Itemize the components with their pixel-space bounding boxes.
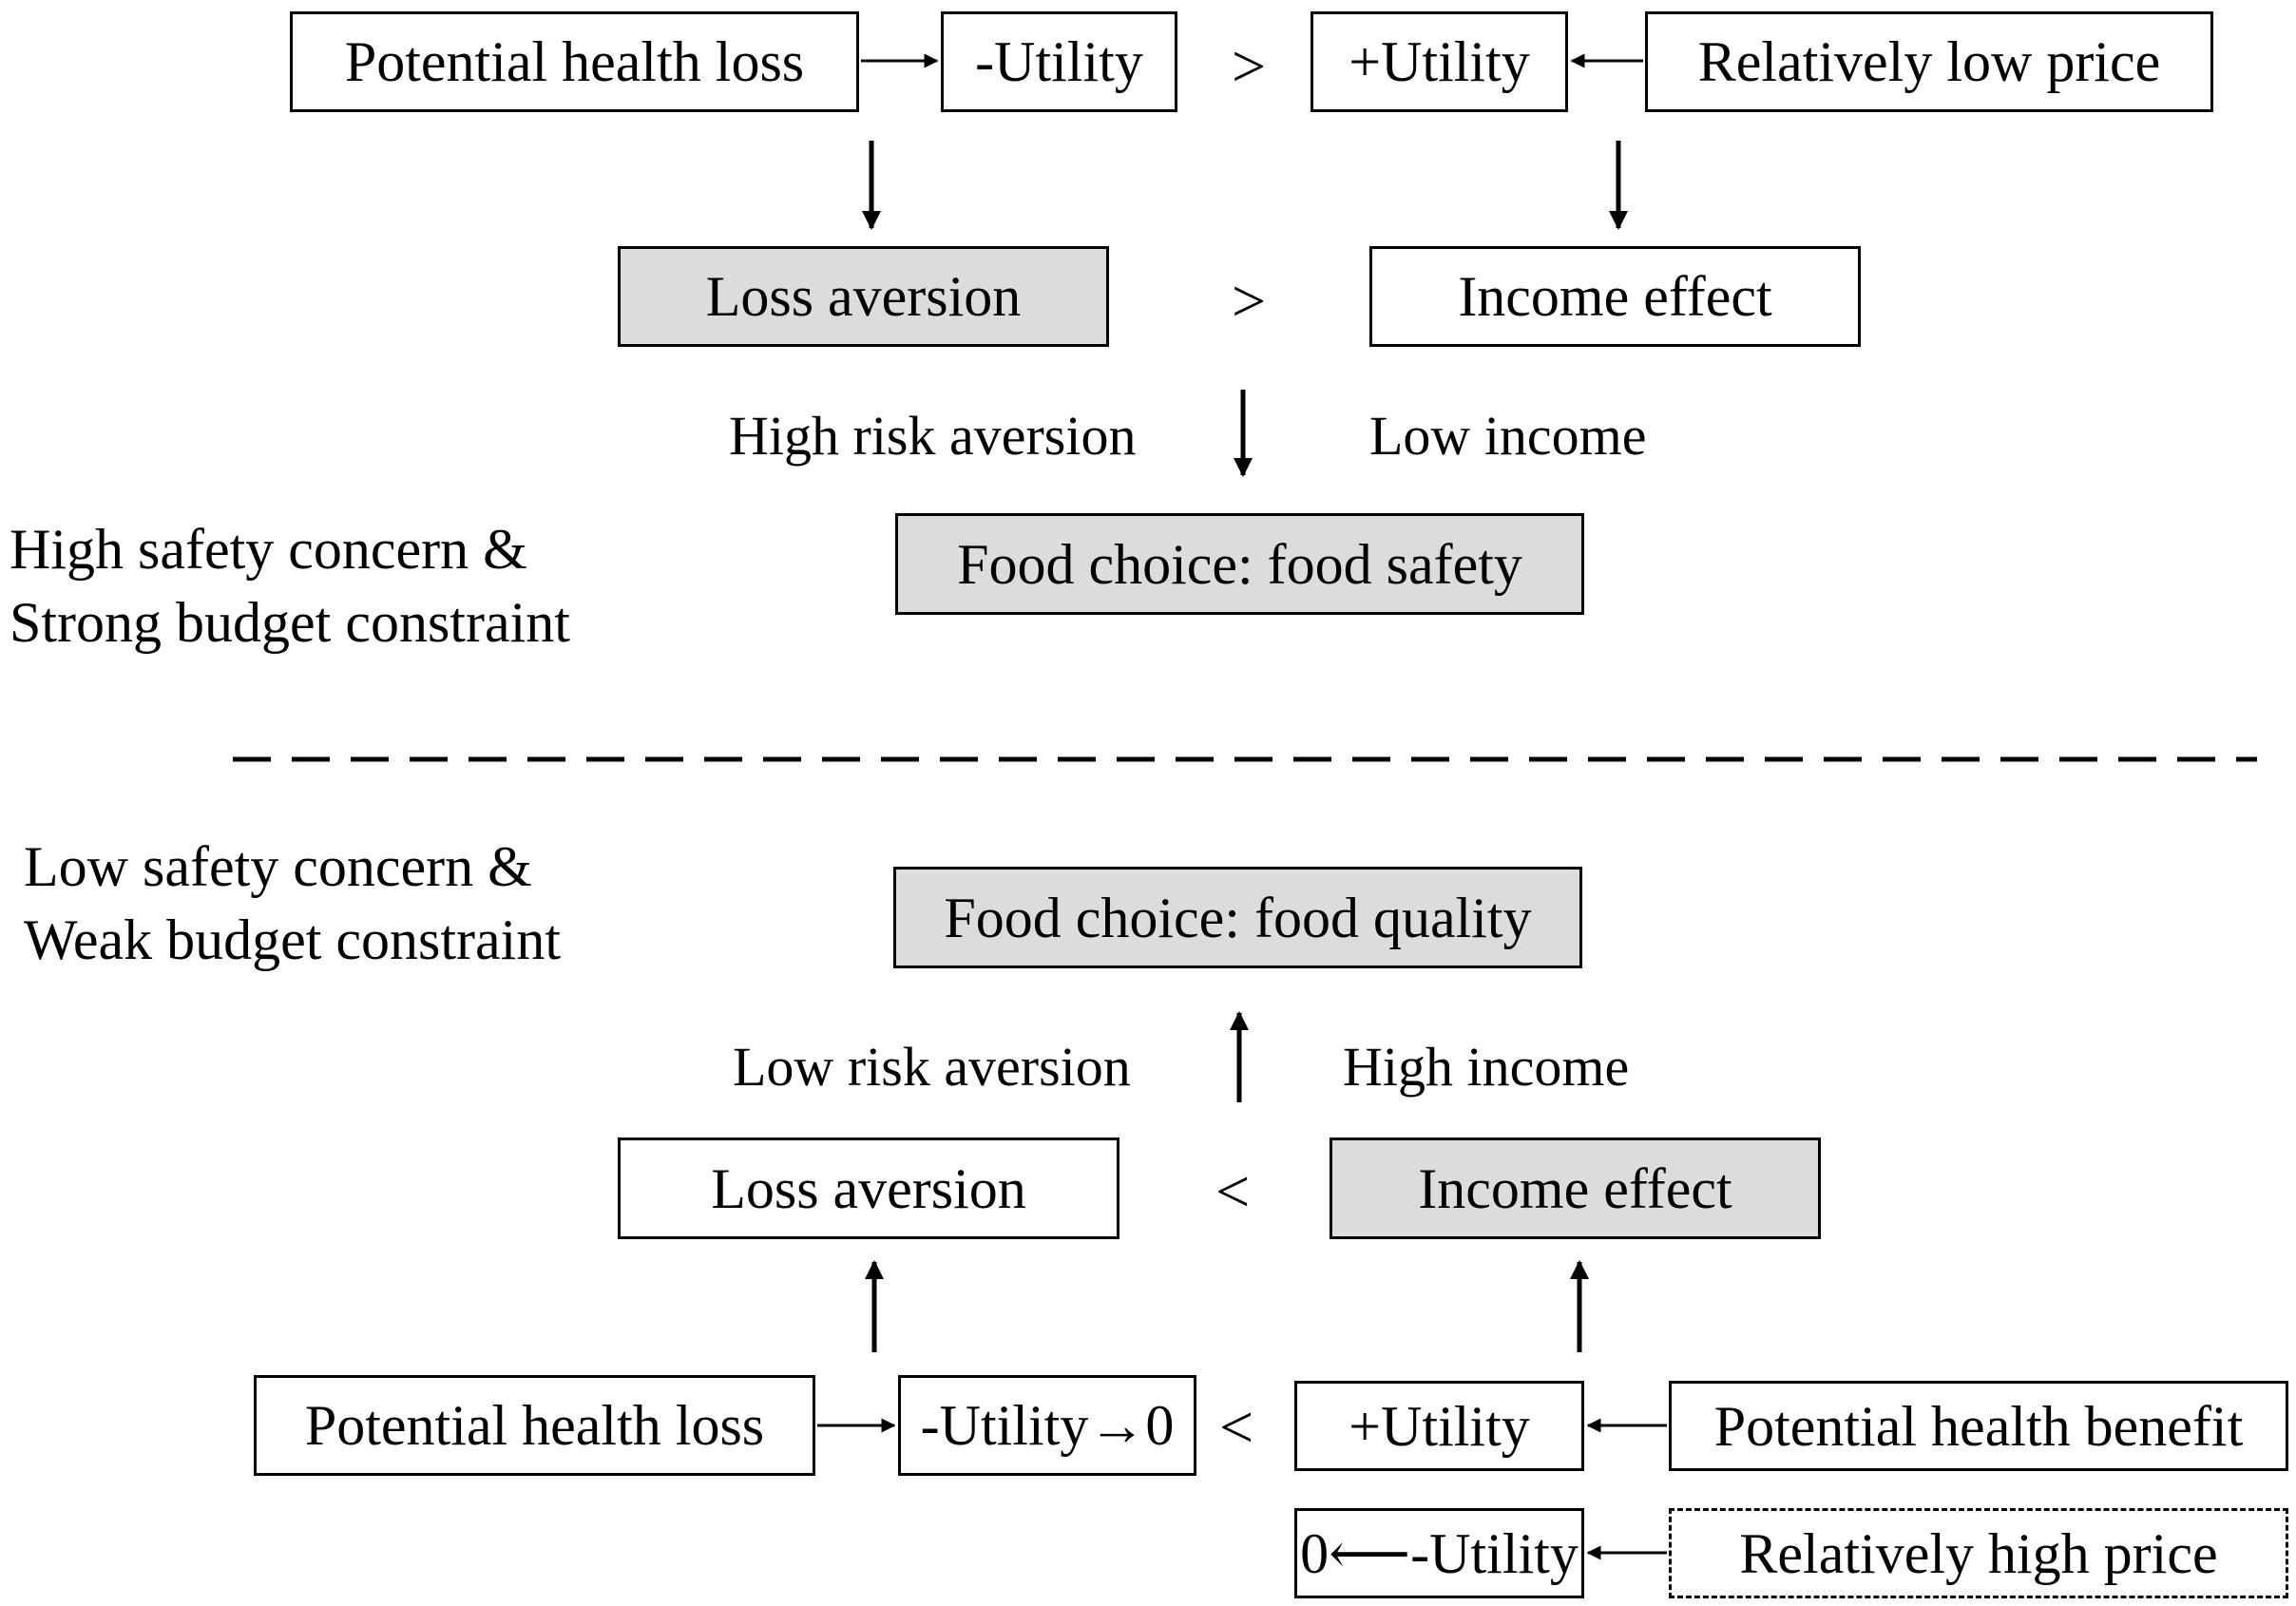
bottom-pos-utility-box: +Utility xyxy=(1294,1381,1584,1471)
bottom-low-risk-aversion-label: Low risk aversion xyxy=(733,1036,1131,1098)
bottom-high-income-label: High income xyxy=(1343,1036,1630,1098)
top-neg-utility-box: -Utility xyxy=(941,11,1177,112)
bottom-food-choice-box: Food choice: food quality xyxy=(893,867,1582,968)
bottom-potential-health-loss-box: Potential health loss xyxy=(254,1375,815,1476)
top-income-effect-box: Income effect xyxy=(1369,246,1861,347)
top-low-income-label: Low income xyxy=(1369,405,1647,467)
bottom-zero-from-neg-utility-box: 0⟵-Utility xyxy=(1294,1508,1584,1598)
bottom-effect-comparison-sign: < xyxy=(1215,1157,1251,1225)
bottom-scenario-line-2: Weak budget constraint xyxy=(24,908,561,971)
bottom-utility-comparison-sign: < xyxy=(1219,1393,1254,1461)
top-scenario-line-2: Strong budget constraint xyxy=(10,591,570,654)
bottom-income-effect-box: Income effect xyxy=(1330,1138,1821,1239)
top-utility-comparison-sign: > xyxy=(1232,32,1267,100)
top-food-choice-box: Food choice: food safety xyxy=(895,513,1584,615)
bottom-loss-aversion-box: Loss aversion xyxy=(618,1138,1119,1239)
top-high-risk-aversion-label: High risk aversion xyxy=(729,405,1137,467)
top-effect-comparison-sign: > xyxy=(1232,267,1267,335)
top-relatively-low-price-box: Relatively low price xyxy=(1645,11,2213,112)
bottom-relatively-high-price-box: Relatively high price xyxy=(1669,1508,2288,1598)
bottom-scenario-label: Low safety concern & Weak budget constra… xyxy=(24,831,561,977)
top-pos-utility-box: +Utility xyxy=(1311,11,1568,112)
top-potential-health-loss-box: Potential health loss xyxy=(290,11,859,112)
bottom-scenario-line-1: Low safety concern & xyxy=(24,835,532,898)
bottom-potential-health-benefit-box: Potential health benefit xyxy=(1669,1381,2288,1471)
top-scenario-label: High safety concern & Strong budget cons… xyxy=(10,513,570,660)
top-scenario-line-1: High safety concern & xyxy=(10,518,527,581)
bottom-neg-utility-to-zero-box: -Utility→0 xyxy=(898,1375,1196,1476)
top-loss-aversion-box: Loss aversion xyxy=(618,246,1109,347)
